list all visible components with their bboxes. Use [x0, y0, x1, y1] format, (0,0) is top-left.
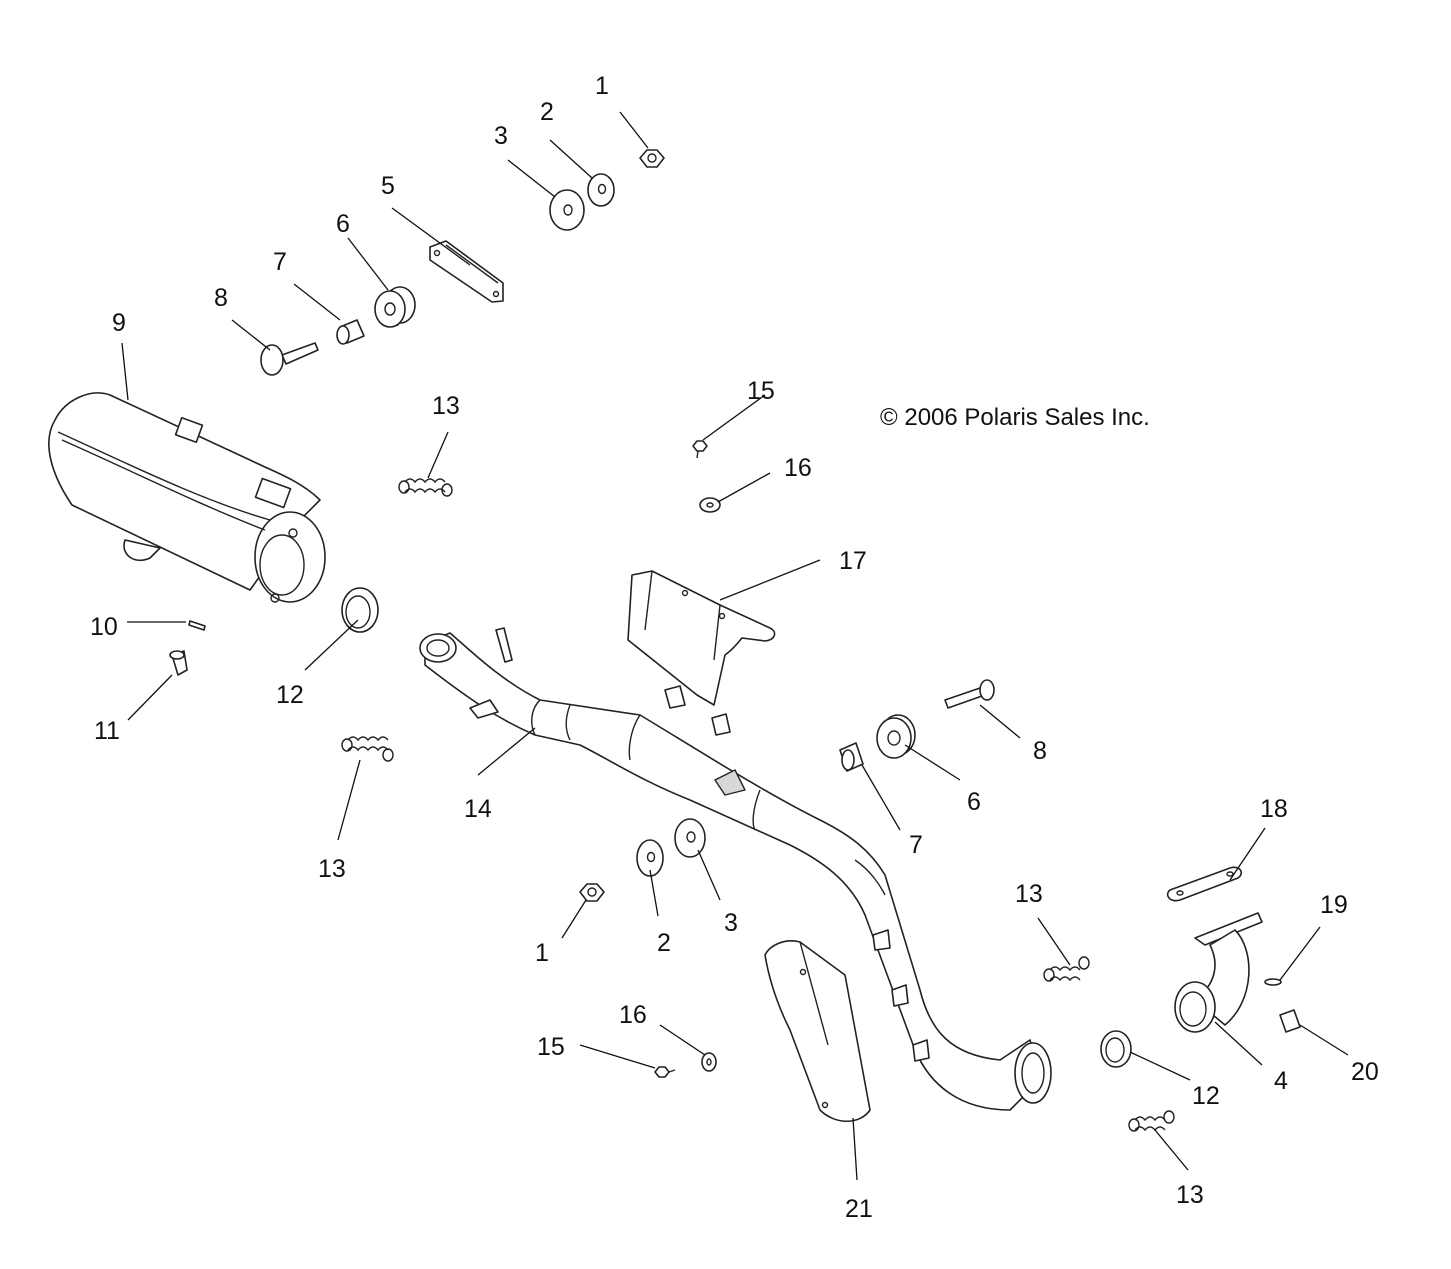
- callout-16-bottom: 16: [619, 1001, 647, 1029]
- callout-2-bottom: 2: [657, 929, 671, 957]
- callout-6-right: 6: [967, 788, 981, 816]
- callout-13-d: 13: [1176, 1181, 1204, 1209]
- part-2-washer-bottom: [636, 839, 664, 877]
- part-6-grommet-right: [876, 714, 916, 759]
- callout-12-left: 12: [276, 681, 304, 709]
- part-16-washer-top: [699, 497, 721, 513]
- callout-19: 19: [1320, 891, 1348, 919]
- part-1-nut-bottom: [579, 883, 605, 902]
- part-10-pin: [188, 620, 206, 631]
- part-12-gasket-right: [1100, 1030, 1132, 1068]
- callout-12-right: 12: [1192, 1082, 1220, 1110]
- part-14-exhaust-pipe: [419, 627, 1052, 1111]
- callout-13-c: 13: [1015, 880, 1043, 908]
- part-3-washer-bottom: [674, 818, 706, 858]
- part-8-bolt-right: [944, 679, 995, 709]
- callout-4: 4: [1274, 1067, 1288, 1095]
- part-11-plug: [169, 650, 188, 676]
- callout-17: 17: [839, 547, 867, 575]
- part-5-bracket: [429, 240, 504, 303]
- callout-11: 11: [94, 717, 120, 745]
- part-13-spring-d: [1128, 1110, 1175, 1132]
- callout-10: 10: [90, 613, 118, 641]
- part-2-washer-top: [587, 173, 615, 207]
- part-17-heat-shield: [627, 570, 776, 706]
- callout-3-top: 3: [494, 122, 508, 150]
- callout-20: 20: [1351, 1058, 1379, 1086]
- callout-15-top: 15: [747, 377, 775, 405]
- callout-15-bottom: 15: [537, 1033, 565, 1061]
- part-8-bolt-top: [260, 342, 319, 376]
- part-19-oring: [1264, 978, 1282, 986]
- part-9-muffler: [48, 392, 326, 603]
- callout-8-top: 8: [214, 284, 228, 312]
- callout-7-top: 7: [273, 248, 287, 276]
- callout-2-top: 2: [540, 98, 554, 126]
- leader-lines: [121, 111, 1349, 1181]
- part-4-head-pipe: [1174, 912, 1263, 1033]
- callout-13-b: 13: [318, 855, 346, 883]
- callout-14: 14: [464, 795, 492, 823]
- part-15-bolt-top: [692, 440, 708, 459]
- callout-16-top: 16: [784, 454, 812, 482]
- part-7-sleeve-top: [336, 319, 365, 345]
- callout-21: 21: [845, 1195, 873, 1223]
- callout-5: 5: [381, 172, 395, 200]
- copyright-notice: © 2006 Polaris Sales Inc.: [880, 404, 1150, 431]
- callout-8-right: 8: [1033, 737, 1047, 765]
- part-18-gasket: [1166, 866, 1242, 902]
- callout-13-a: 13: [432, 392, 460, 420]
- callout-3-bottom: 3: [724, 909, 738, 937]
- callout-7-right: 7: [909, 831, 923, 859]
- part-16-washer-bottom: [701, 1052, 717, 1072]
- part-13-spring-b: [341, 736, 394, 762]
- callout-9: 9: [112, 309, 126, 337]
- part-6-grommet-top: [374, 286, 416, 328]
- callout-1-top: 1: [595, 72, 609, 100]
- part-7-sleeve-right: [839, 742, 864, 772]
- part-15-bolt-bottom: [654, 1066, 676, 1078]
- part-21-heat-shield-lower: [764, 940, 871, 1122]
- callout-1-bottom: 1: [535, 939, 549, 967]
- part-13-spring-a: [398, 478, 453, 497]
- callout-18: 18: [1260, 795, 1288, 823]
- callout-6-top: 6: [336, 210, 350, 238]
- part-1-nut-top: [639, 149, 665, 168]
- part-20-cap: [1279, 1009, 1301, 1033]
- part-12-gasket-left: [341, 587, 379, 633]
- part-13-spring-c: [1043, 956, 1090, 982]
- part-3-washer-top: [549, 189, 585, 231]
